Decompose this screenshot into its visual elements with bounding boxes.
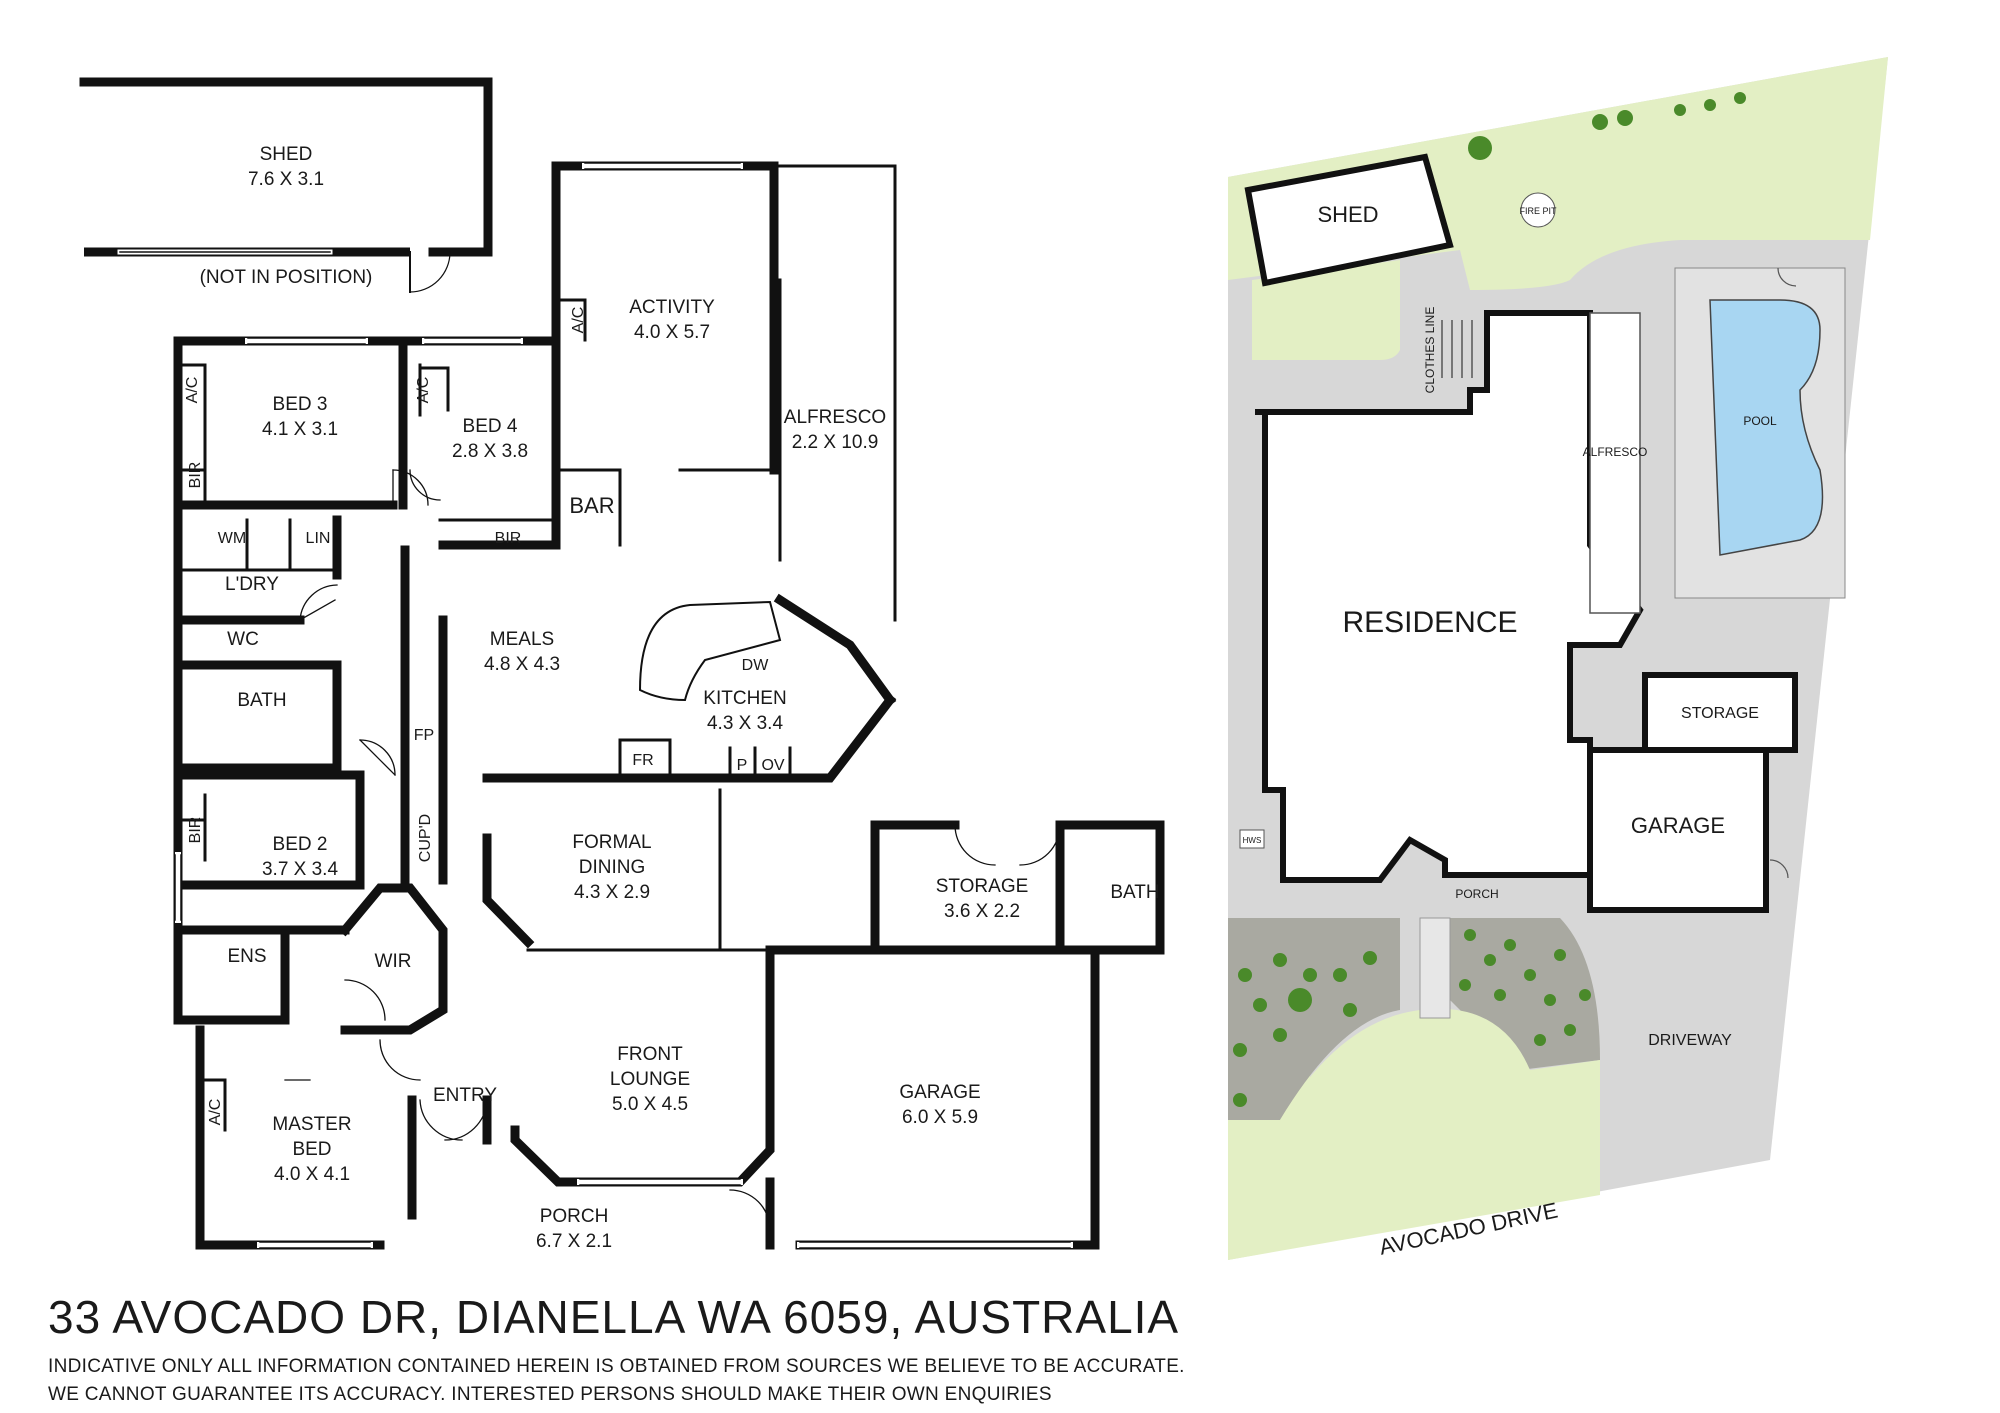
wc-label: WC: [227, 629, 259, 650]
room-name-meals: MEALS: [490, 629, 554, 650]
site-label-hws: HWS: [1243, 836, 1262, 845]
room-name-porch: PORCH: [540, 1206, 609, 1227]
site-label-pool: POOL: [1743, 414, 1777, 428]
site-porch-path: [1419, 917, 1451, 1019]
site-label-storage: STORAGE: [1681, 705, 1759, 722]
room-name-front-lounge-2: LOUNGE: [610, 1069, 690, 1090]
fire-pit: [1520, 192, 1556, 228]
house-walls: [173, 161, 1165, 1250]
front-lawn: [1228, 1008, 1600, 1260]
site-label-garage: GARAGE: [1631, 813, 1725, 838]
ac-label-activity: A/C: [570, 307, 587, 334]
room-name-master-bed-1: MASTER: [272, 1114, 351, 1135]
ac-label-bed-4: A/C: [415, 377, 432, 404]
bir-label-bed-2: BIR: [187, 817, 204, 844]
room-name-activity: ACTIVITY: [629, 297, 715, 318]
front-garden-bed: [1228, 918, 1400, 1120]
bir-label-bed-4: BIR: [495, 530, 522, 547]
room-size-shed: 7.6 X 3.1: [248, 169, 324, 190]
site-storage: [1642, 672, 1798, 753]
ac-label-master-bed: A/C: [207, 1099, 224, 1126]
room-size-kitchen: 4.3 X 3.4: [707, 713, 783, 734]
clothes-line: [1441, 320, 1473, 378]
wm-label: WM: [218, 530, 246, 547]
garden-plants: [1233, 92, 1746, 1107]
room-name-formal-dining-2: DINING: [579, 857, 646, 878]
fr-label: FR: [632, 752, 653, 769]
property-address: 33 AVOCADO DR, DIANELLA WA 6059, AUSTRAL…: [48, 1291, 1180, 1343]
room-size-meals: 4.8 X 4.3: [484, 654, 560, 675]
site-shed: [1244, 153, 1454, 287]
ens-label: ENS: [227, 946, 266, 967]
room-size-master-bed: 4.0 X 4.1: [274, 1164, 350, 1185]
site-plan: SHED FIRE PIT CLOTHES LINE ALFRESCO POOL…: [1228, 57, 1888, 1260]
room-name-bed-4: BED 4: [463, 416, 518, 437]
doors: [284, 469, 1061, 1231]
lin-label: LIN: [306, 530, 331, 547]
disclaimer-line-1: INDICATIVE ONLY ALL INFORMATION CONTAINE…: [48, 1356, 1185, 1377]
bir-label-bed-3: BIR: [187, 462, 204, 489]
site-label-porch: PORCH: [1455, 887, 1498, 901]
room-name-formal-dining-1: FORMAL: [572, 832, 651, 853]
site-label-fire-pit: FIRE PIT: [1519, 206, 1557, 216]
laundry-label: L'DRY: [225, 574, 279, 595]
floor-plan-labels: SHED 7.6 X 3.1 (NOT IN POSITION) ACTIVIT…: [184, 144, 1160, 1252]
room-size-porch: 6.7 X 2.1: [536, 1231, 612, 1252]
site-label-alfresco: ALFRESCO: [1583, 445, 1648, 459]
bath-label-main: BATH: [237, 690, 286, 711]
room-name-bed-3: BED 3: [273, 394, 328, 415]
room-name-storage: STORAGE: [936, 876, 1029, 897]
ac-label-bed-3: A/C: [184, 377, 201, 404]
cupd-label: CUP'D: [417, 814, 434, 862]
hws-unit: [1239, 829, 1265, 849]
site-label-residence: RESIDENCE: [1342, 606, 1517, 639]
shed-note: (NOT IN POSITION): [200, 267, 373, 288]
room-name-bed-2: BED 2: [273, 834, 328, 855]
room-name-alfresco: ALFRESCO: [784, 407, 886, 428]
wir-label: WIR: [375, 951, 412, 972]
entry-label: ENTRY: [433, 1085, 497, 1106]
room-size-activity: 4.0 X 5.7: [634, 322, 710, 343]
floor-plan: [79, 77, 1165, 1250]
site-label-driveway: DRIVEWAY: [1648, 1032, 1732, 1049]
room-size-bed-4: 2.8 X 3.8: [452, 441, 528, 462]
p-label: P: [737, 757, 748, 774]
room-size-alfresco: 2.2 X 10.9: [792, 432, 879, 453]
interior-walls: [176, 164, 897, 1132]
disclaimer-line-2: WE CANNOT GUARANTEE ITS ACCURACY. INTERE…: [48, 1384, 1052, 1405]
windows: [174, 162, 1073, 1249]
kitchen-island: [638, 600, 782, 702]
side-lawn: [1252, 260, 1400, 360]
room-name-kitchen: KITCHEN: [703, 688, 786, 709]
room-name-shed: SHED: [260, 144, 313, 165]
dw-label: DW: [742, 657, 770, 674]
fp-label: FP: [414, 727, 434, 744]
room-name-garage: GARAGE: [899, 1082, 980, 1103]
shed-outline: [79, 77, 493, 293]
site-label-shed: SHED: [1317, 202, 1378, 227]
room-size-garage: 6.0 X 5.9: [902, 1107, 978, 1128]
bath-label-garage: BATH: [1110, 882, 1159, 903]
room-size-formal-dining: 4.3 X 2.9: [574, 882, 650, 903]
alfresco-strip: [1589, 312, 1641, 614]
bar-label: BAR: [569, 493, 614, 518]
pool-water: [1709, 299, 1824, 556]
room-size-storage: 3.6 X 2.2: [944, 901, 1020, 922]
room-size-bed-3: 4.1 X 3.1: [262, 419, 338, 440]
room-name-front-lounge-1: FRONT: [617, 1044, 683, 1065]
site-label-clothes-line: CLOTHES LINE: [1423, 307, 1437, 394]
room-size-bed-2: 3.7 X 3.4: [262, 859, 338, 880]
residence-outline: [1255, 310, 1644, 883]
room-size-front-lounge: 5.0 X 4.5: [612, 1094, 688, 1115]
room-name-master-bed-2: BED: [292, 1139, 331, 1160]
ov-label: OV: [761, 757, 784, 774]
